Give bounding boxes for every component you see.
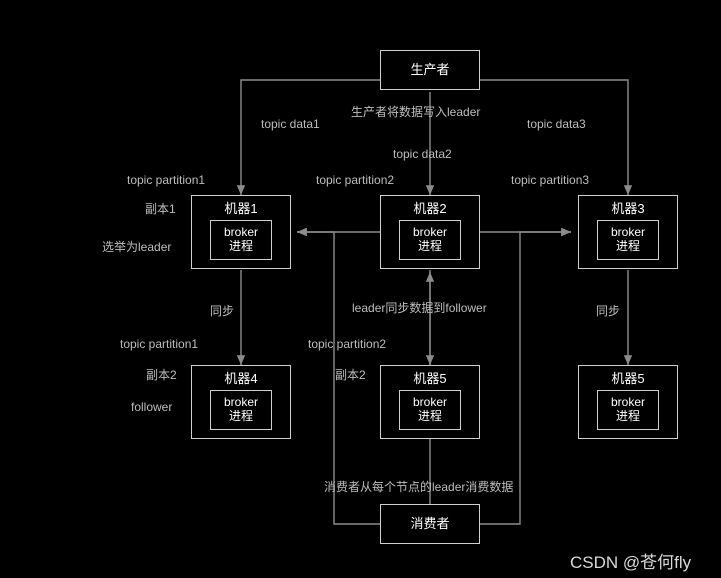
node-producer[interactable]: 生产者 (380, 50, 480, 90)
node-machine5-broker-line1: broker (412, 395, 447, 410)
node-machine1-broker[interactable]: broker 进程 (210, 220, 272, 261)
label-leader-sync: leader同步数据到follower (352, 301, 487, 315)
label-follower: follower (131, 400, 173, 414)
edge-producer-m1 (236, 79, 380, 195)
node-machine6-broker[interactable]: broker 进程 (597, 390, 659, 431)
edge-consumer-m3 (480, 227, 571, 525)
node-machine2[interactable]: 机器2 broker 进程 (380, 195, 480, 269)
label-topic-data2: topic data2 (393, 147, 452, 161)
label-replica2-mid: 副本2 (335, 368, 366, 382)
node-consumer[interactable]: 消费者 (380, 504, 480, 544)
node-machine6[interactable]: 机器5 broker 进程 (578, 365, 678, 439)
node-machine6-broker-line2: 进程 (615, 409, 640, 424)
label-sync-left: 同步 (210, 304, 235, 318)
label-sync-right: 同步 (596, 304, 621, 318)
label-producer-write: 生产者将数据写入leader (351, 105, 481, 119)
edge-consumer-m1 (297, 227, 380, 525)
node-machine5[interactable]: 机器5 broker 进程 (380, 365, 480, 439)
label-replica2-left: 副本2 (146, 368, 177, 382)
label-topic-partition1-mid: topic partition1 (120, 337, 199, 351)
node-machine4-broker-line2: 进程 (228, 409, 253, 424)
label-elect-leader: 选举为leader (102, 240, 172, 254)
node-machine2-broker-line1: broker (412, 225, 447, 240)
node-machine6-broker-line1: broker (610, 395, 645, 410)
label-topic-partition2-top: topic partition2 (316, 173, 395, 187)
node-consumer-label: 消费者 (410, 515, 450, 531)
label-topic-partition1-top: topic partition1 (127, 173, 206, 187)
label-consumer-read: 消费者从每个节点的leader消费数据 (324, 480, 514, 494)
node-machine2-title: 机器2 (413, 201, 447, 216)
label-topic-partition3-top: topic partition3 (511, 173, 590, 187)
node-machine2-broker[interactable]: broker 进程 (399, 220, 461, 261)
node-producer-label: 生产者 (410, 61, 450, 77)
node-machine5-broker[interactable]: broker 进程 (399, 390, 461, 431)
node-machine4-broker-line1: broker (223, 395, 258, 410)
label-topic-data3: topic data3 (527, 117, 586, 131)
node-machine5-broker-line2: 进程 (417, 409, 442, 424)
label-topic-partition2-mid: topic partition2 (308, 337, 387, 351)
node-machine1-broker-line2: 进程 (228, 239, 253, 254)
node-machine4[interactable]: 机器4 broker 进程 (191, 365, 291, 439)
node-machine4-broker[interactable]: broker 进程 (210, 390, 272, 431)
label-topic-data1: topic data1 (261, 117, 320, 131)
node-machine5-title: 机器5 (413, 371, 447, 386)
node-machine1[interactable]: 机器1 broker 进程 (191, 195, 291, 269)
node-machine3-broker[interactable]: broker 进程 (597, 220, 659, 261)
edge-producer-m3 (480, 79, 633, 195)
node-machine6-title: 机器5 (611, 371, 645, 386)
watermark: CSDN @苍何fly (570, 553, 692, 572)
node-machine1-title: 机器1 (224, 201, 258, 216)
node-machine3[interactable]: 机器3 broker 进程 (578, 195, 678, 269)
node-machine1-broker-line1: broker (223, 225, 258, 240)
node-machine3-title: 机器3 (611, 201, 645, 216)
node-machine3-broker-line2: 进程 (615, 239, 640, 254)
node-machine3-broker-line1: broker (610, 225, 645, 240)
node-machine2-broker-line2: 进程 (417, 239, 442, 254)
node-machine4-title: 机器4 (224, 371, 258, 386)
label-replica1: 副本1 (145, 202, 176, 216)
